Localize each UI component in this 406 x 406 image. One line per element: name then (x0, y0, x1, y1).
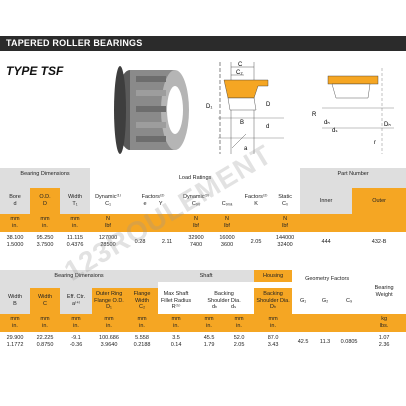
label-b: B (240, 120, 244, 126)
mounting-drawing: R dₕ dₛ Dₕ r (298, 58, 406, 158)
val-g1: 42.5 (292, 332, 315, 352)
col-eff-ctr: Eff. Ctr.a⁽⁴⁾ (60, 288, 92, 314)
bearing-photo-svg (114, 66, 189, 154)
col-factors-1: Factors⁽²⁾e Y (126, 188, 181, 214)
group-bearing-dimensions-2: Bearing Dimensions (0, 270, 159, 282)
cross-section-drawing: C C₂ D₁ B D d a (198, 58, 294, 158)
type-label: TYPE TSF (6, 64, 64, 78)
label-ds: dₛ (332, 128, 338, 134)
col-g1: G₁ (292, 288, 315, 314)
val-g2: 11.3 (314, 332, 337, 352)
col-g2: G₂ (314, 288, 337, 314)
val-k: 2.05 (242, 232, 271, 252)
val-y: 2.11 (154, 232, 181, 252)
val-inner: 444 (300, 232, 353, 252)
title-bar: TAPERED ROLLER BEARINGS (0, 36, 406, 51)
group-geometry-factors: Geometry Factors (292, 270, 363, 288)
col-dynamic-c90: Dynamic⁽³⁾C₉₀ (180, 188, 213, 214)
dimensions-table: Bearing Dimensions Shaft Housing Geometr… (0, 270, 406, 352)
label-r: R (312, 112, 317, 118)
page-title: TAPERED ROLLER BEARINGS (6, 38, 143, 48)
col-inner: Inner (300, 188, 353, 214)
val-e: 0.28 (126, 232, 155, 252)
label-db-housing: Dₕ (384, 122, 391, 128)
label-c: C (238, 62, 243, 68)
group-part-number: Part Number (300, 168, 406, 180)
label-d-bore: d (266, 124, 269, 130)
val-eff-ctr: -9.1-0.36 (60, 332, 92, 352)
col-cg: C₉ (336, 288, 363, 314)
load-ratings-table: Bearing Dimensions Load Ratings Part Num… (0, 168, 406, 252)
col-outer: Outer (352, 188, 406, 214)
label-d1: D₁ (206, 104, 212, 110)
col-dynamic-c1: Dynamic⁽¹⁾C₁ (90, 188, 127, 214)
group-shaft: Shaft (158, 270, 255, 282)
val-cg: 0.0805 (336, 332, 363, 352)
bearing-photo (100, 60, 195, 160)
col-c90a: C₉₀ₐ (212, 188, 243, 214)
cross-section-svg: C C₂ D₁ B D d a (206, 62, 284, 154)
col-factors-k: Factors⁽²⁾K (242, 188, 271, 214)
col-od: O.D.D (30, 188, 60, 214)
label-c2: C₂ (236, 70, 243, 76)
group-load-ratings: Load Ratings (90, 168, 301, 188)
label-d-outer: D (266, 102, 271, 108)
group-bearing-dimensions: Bearing Dimensions (0, 168, 91, 180)
group-housing: Housing (254, 270, 293, 282)
val-outer: 432-B (352, 232, 406, 252)
label-db: dₕ (324, 120, 330, 126)
label-a: a (244, 146, 248, 152)
mounting-svg: R dₕ dₛ Dₕ r (312, 68, 394, 154)
label-r-small: r (374, 140, 376, 146)
